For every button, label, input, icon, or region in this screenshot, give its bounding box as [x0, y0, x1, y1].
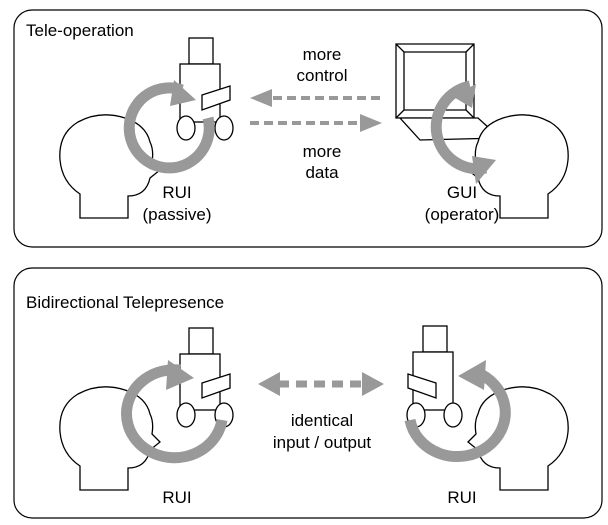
left-label-1: RUI [162, 183, 191, 202]
panel-top-title: Tele-operation [26, 21, 134, 40]
center-label-2: input / output [273, 433, 372, 452]
cycle-arrow-icon-bottom-right [404, 360, 511, 463]
left-label-2: (passive) [143, 205, 212, 224]
robot-icon-bottom-left [176, 327, 234, 428]
monitor-screen [403, 51, 467, 111]
robot-wheel-left [176, 115, 196, 141]
panel-bottom-title: Bidirectional Telepresence [26, 293, 224, 312]
arrow-down-label-2: data [305, 163, 339, 182]
cycle-arrow-icon-right [430, 80, 496, 184]
center-label-1: identical [291, 411, 353, 430]
bottom-left-label: RUI [162, 488, 191, 507]
arrow-down-label-1: more [303, 142, 342, 161]
panel-bidirectional-telepresence: Bidirectional Telepresence identical inp… [13, 267, 603, 519]
robot-icon [176, 37, 234, 141]
robot-head [188, 37, 214, 65]
robot-wheel-right [214, 115, 234, 141]
cycle-arrow-icon [123, 80, 215, 174]
dashed-arrow-icon [250, 89, 382, 132]
cycle-arrow-icon-bottom-left [121, 360, 228, 464]
panel-tele-operation: Tele-operation more control more dat [13, 9, 603, 248]
robot-arm [201, 85, 231, 111]
arrow-up-label-1: more [303, 45, 342, 64]
bottom-right-label: RUI [447, 488, 476, 507]
right-label-2: (operator) [425, 205, 500, 224]
arrow-up-label-2: control [296, 66, 347, 85]
right-label-1: GUI [447, 183, 477, 202]
bidirectional-arrow-icon [258, 372, 384, 396]
